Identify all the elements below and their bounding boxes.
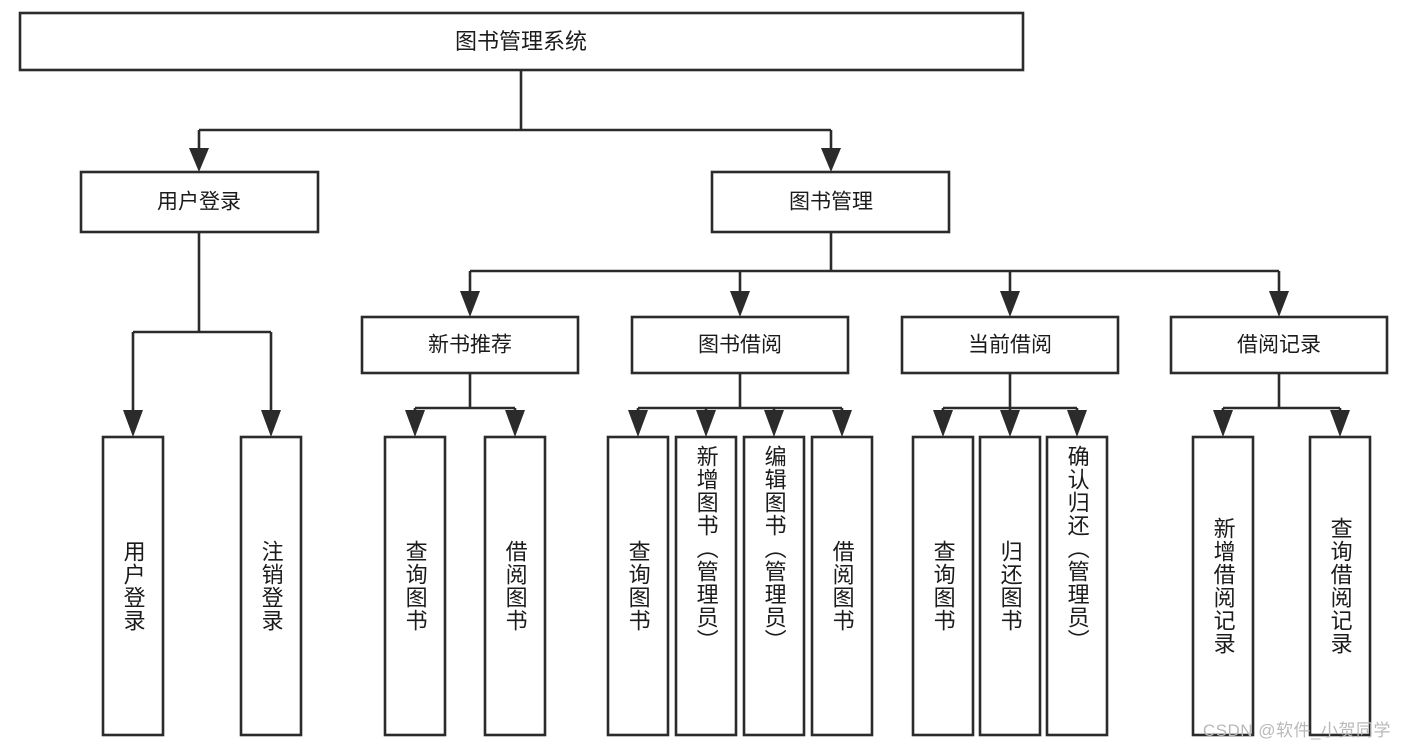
watermark-text: CSDN @软件_小贺同学 xyxy=(1202,721,1391,740)
arrow-head-icon xyxy=(764,410,784,437)
connector-current-borrow-to-leaves xyxy=(933,373,1087,437)
node-user-login-box xyxy=(79,170,320,234)
arrow-head-icon xyxy=(261,410,281,437)
arrow-head-icon xyxy=(696,410,716,437)
leaf-box-borrow-book-1[interactable] xyxy=(483,435,547,737)
node-borrow-record[interactable]: 借阅记录 xyxy=(1169,315,1389,375)
arrow-head-icon xyxy=(405,410,425,437)
node-new-book-recommend-box xyxy=(360,315,580,375)
connector-borrow-record-to-leaves xyxy=(1213,373,1350,437)
leaf-box-add-book[interactable] xyxy=(674,435,738,737)
node-title-box xyxy=(18,11,1025,72)
leaf-box-query-book-1[interactable] xyxy=(383,435,447,737)
node-book-borrow-label: 图书借阅 xyxy=(698,334,782,357)
leaf-box-query-book-3[interactable] xyxy=(911,435,975,737)
arrow-head-icon xyxy=(460,291,480,317)
arrow-head-icon xyxy=(933,410,953,437)
connector-book-manage-to-level2 xyxy=(460,232,1289,317)
arrow-head-icon xyxy=(189,148,209,172)
node-current-borrow-box xyxy=(900,315,1120,375)
node-new-book-recommend-label: 新书推荐 xyxy=(428,334,512,357)
connector-root-to-level1 xyxy=(189,70,841,172)
node-title[interactable]: 图书管理系统 xyxy=(18,11,1025,72)
node-book-manage-label: 图书管理 xyxy=(789,191,873,214)
arrow-head-icon xyxy=(1000,291,1020,317)
node-book-manage[interactable]: 图书管理 xyxy=(710,170,951,234)
leaf-box-edit-book[interactable] xyxy=(742,435,806,737)
connector-user-login-to-leaves xyxy=(123,232,281,437)
leaf-box-add-record[interactable] xyxy=(1191,435,1255,737)
connector-new-book-recommend-to-leaves xyxy=(405,373,525,437)
leaf-box-user-login[interactable] xyxy=(101,435,165,737)
arrow-head-icon xyxy=(123,410,143,437)
arrow-head-icon xyxy=(832,410,852,437)
node-current-borrow-label: 当前借阅 xyxy=(968,334,1052,357)
leaf-box-query-book-2[interactable] xyxy=(606,435,670,737)
arrow-head-icon xyxy=(1213,410,1233,437)
arrow-head-icon xyxy=(505,410,525,437)
arrow-head-icon xyxy=(628,410,648,437)
arrow-head-icon xyxy=(821,148,841,172)
leaf-box-query-record[interactable] xyxy=(1308,435,1372,737)
arrow-head-icon xyxy=(1000,410,1020,437)
connector-book-borrow-to-leaves xyxy=(628,373,852,437)
leaf-box-confirm-return[interactable] xyxy=(1045,435,1109,737)
node-title-label: 图书管理系统 xyxy=(455,29,587,54)
leaf-box-borrow-book-2[interactable] xyxy=(810,435,874,737)
node-borrow-record-label: 借阅记录 xyxy=(1237,334,1321,357)
arrow-head-icon xyxy=(1330,410,1350,437)
node-new-book-recommend[interactable]: 新书推荐 xyxy=(360,315,580,375)
node-current-borrow[interactable]: 当前借阅 xyxy=(900,315,1120,375)
arrow-head-icon xyxy=(1067,410,1087,437)
node-user-login[interactable]: 用户登录 xyxy=(79,170,320,234)
arrow-head-icon xyxy=(730,291,750,317)
leaf-box-logout[interactable] xyxy=(239,435,303,737)
node-book-borrow[interactable]: 图书借阅 xyxy=(630,315,850,375)
arrow-head-icon xyxy=(1269,291,1289,317)
leaf-box-return-book[interactable] xyxy=(978,435,1042,737)
node-user-login-label: 用户登录 xyxy=(157,191,241,214)
